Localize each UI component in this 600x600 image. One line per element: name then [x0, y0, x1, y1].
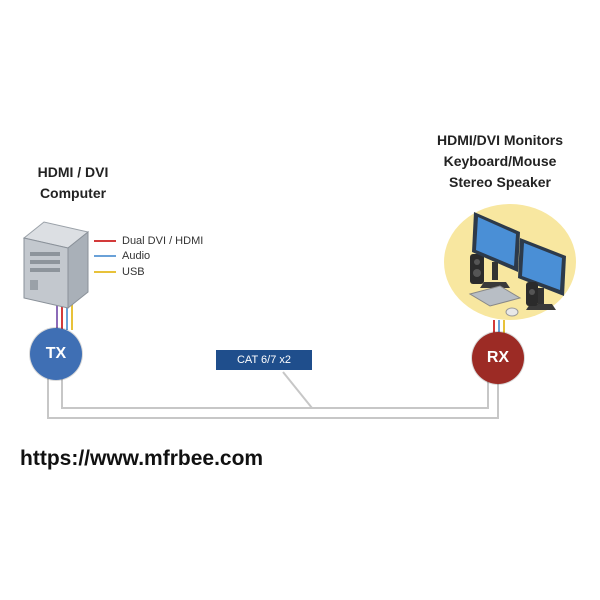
speaker-right-icon [526, 282, 538, 306]
tx-node: TX [30, 328, 82, 380]
cable-crossover [282, 371, 313, 409]
destination-heading-line3: Stereo Speaker [449, 174, 551, 190]
source-heading-line1: HDMI / DVI [37, 164, 109, 180]
legend-label: Audio [122, 250, 151, 262]
dual-monitor-workstation-icon [468, 212, 566, 317]
source-heading-line2: Computer [39, 185, 107, 201]
legend-swatch-blue [94, 255, 116, 257]
legend-item-audio: Audio [94, 250, 150, 262]
cable-tag: CAT 6/7 x2 [216, 350, 312, 370]
destination-heading-line1: HDMI/DVI Monitors [437, 132, 563, 148]
rx-node: RX [472, 332, 524, 384]
legend-swatch-yellow [94, 271, 116, 273]
rx-label: RX [486, 349, 510, 366]
legend-item-dvi-hdmi: Dual DVI / HDMI [94, 235, 203, 247]
cable-outer [47, 368, 499, 419]
legend-label: USB [122, 266, 145, 278]
cable-inner [61, 372, 489, 409]
mouse-icon [505, 307, 519, 317]
monitor-left-icon [472, 212, 520, 288]
watermark-url: https://www.mfrbee.com [20, 447, 264, 470]
legend-item-usb: USB [94, 266, 145, 278]
destination-heading-line2: Keyboard/Mouse [443, 153, 557, 169]
cable-label: CAT 6/7 x2 [236, 354, 291, 366]
legend-swatch-red [94, 240, 116, 242]
legend-label: Dual DVI / HDMI [122, 235, 204, 247]
cat-cable-lines [47, 368, 499, 419]
source-heading: HDMI / DVI Computer [18, 162, 128, 204]
monitor-right-icon [518, 238, 566, 310]
speaker-left-icon [470, 254, 484, 284]
tx-label: TX [45, 345, 67, 362]
keyboard-icon [468, 285, 522, 307]
destination-heading: HDMI/DVI Monitors Keyboard/Mouse Stereo … [420, 130, 580, 193]
pc-tower-icon [22, 221, 90, 310]
